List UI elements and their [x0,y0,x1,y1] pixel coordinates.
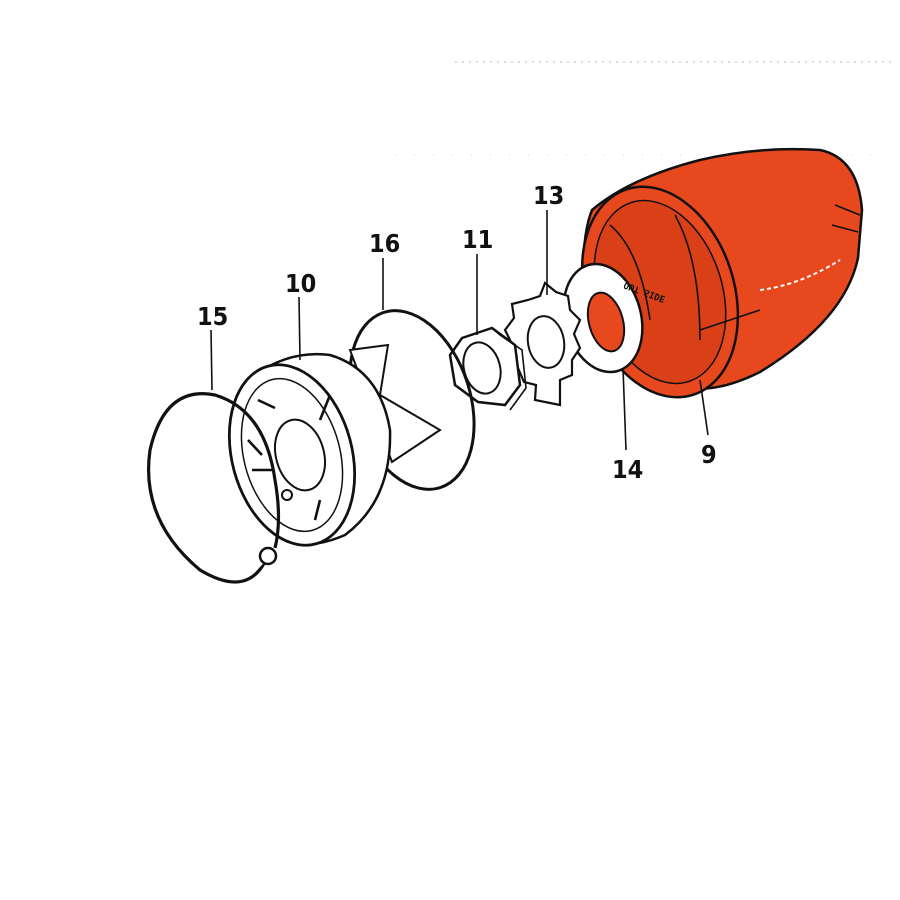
label-10: 10 [285,269,316,298]
label-15: 15 [197,302,228,331]
part-10-housing[interactable] [210,343,442,559]
label-13: 13 [533,181,564,210]
part-13-lock-washer[interactable] [503,281,582,407]
leader-lines [210,210,709,451]
label-9: 9 [701,440,717,469]
label-16: 16 [369,229,400,258]
part-15-circlip[interactable] [147,392,281,584]
label-11: 11 [462,225,493,254]
part-9-case[interactable] [556,147,864,417]
label-14: 14 [612,455,643,484]
